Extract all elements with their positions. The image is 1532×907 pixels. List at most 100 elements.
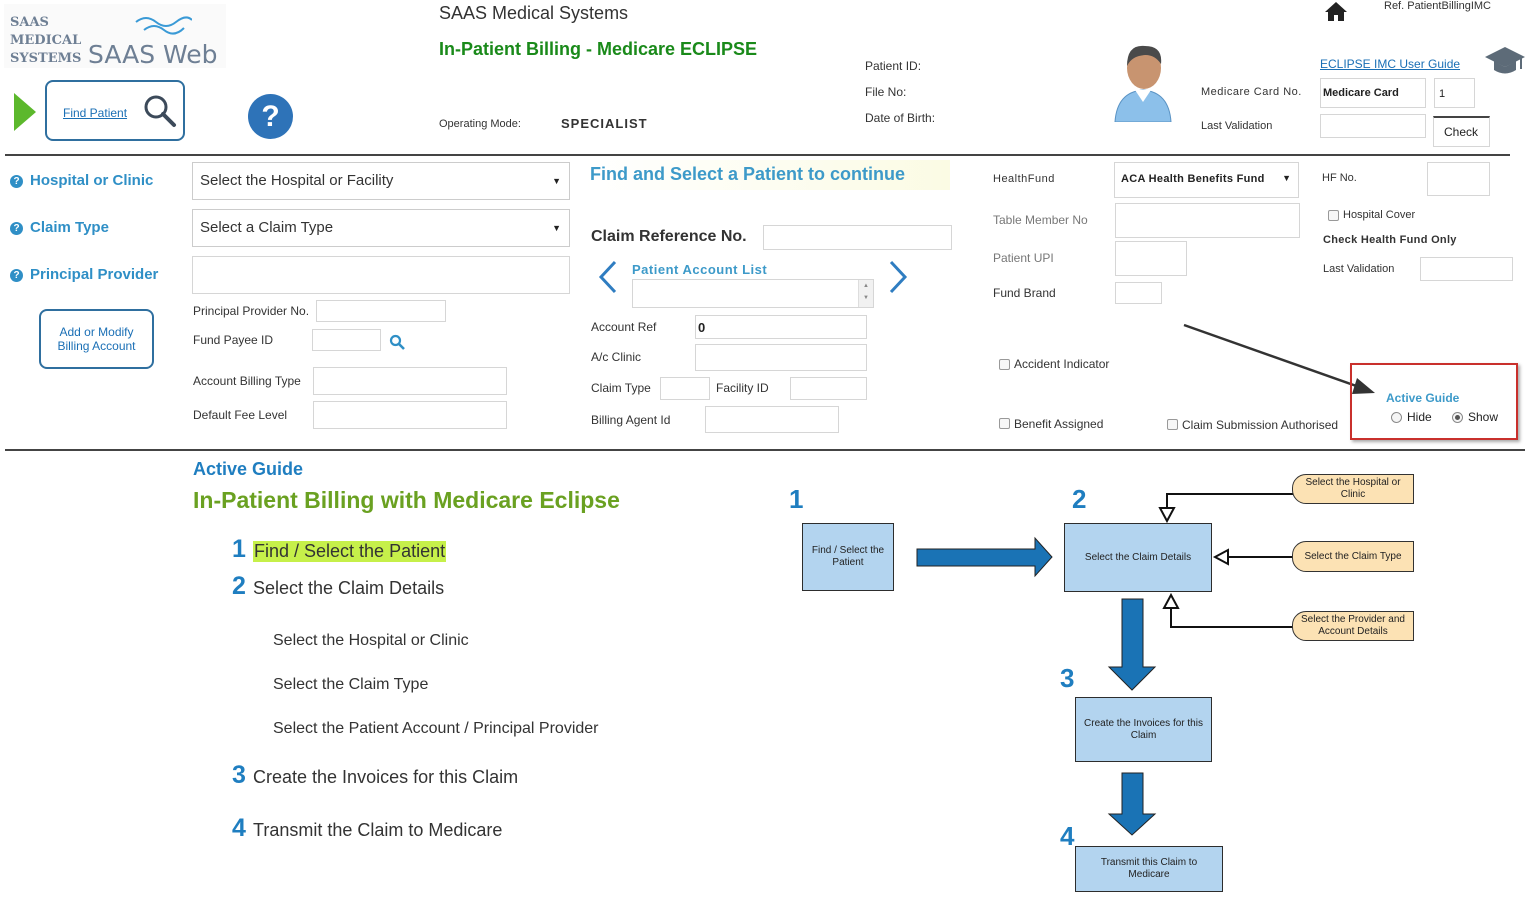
flow-box-find-patient: Find / Select the Patient xyxy=(802,523,894,591)
flow-scroll-hospital: Select the Hospital or Clinic xyxy=(1292,474,1414,504)
medicare-card-field[interactable]: Medicare Card xyxy=(1320,78,1426,108)
hospital-select[interactable]: Select the Hospital or Facility▼ xyxy=(192,162,570,200)
flow-scroll-claim-type: Select the Claim Type xyxy=(1292,541,1414,572)
hf-last-validation-label: Last Validation xyxy=(1323,263,1395,275)
ac-clinic-label: A/c Clinic xyxy=(591,350,642,364)
search-icon[interactable] xyxy=(389,334,405,350)
patient-upi-label: Patient UPI xyxy=(993,251,1054,265)
dob-label: Date of Birth: xyxy=(865,111,936,125)
benefit-assigned-checkbox[interactable] xyxy=(999,418,1010,429)
patient-upi-input[interactable] xyxy=(1115,241,1187,276)
company-name: SAAS Medical Systems xyxy=(439,3,629,23)
play-icon[interactable] xyxy=(14,93,36,131)
hide-radio[interactable] xyxy=(1391,412,1402,423)
substep-hospital: Select the Hospital or Clinic xyxy=(273,632,469,649)
claim-reference-input[interactable] xyxy=(763,225,952,250)
step-3-text: Create the Invoices for this Claim xyxy=(253,767,519,787)
page-title: In-Patient Billing - Medicare ECLIPSE xyxy=(439,39,758,59)
facility-id-input[interactable] xyxy=(790,377,867,400)
help-label: ? xyxy=(261,100,280,133)
claim-type-input[interactable] xyxy=(660,377,710,400)
fund-payee-id-input[interactable] xyxy=(312,329,381,351)
hospital-cover-checkbox[interactable] xyxy=(1328,210,1339,221)
medicare-irn-field[interactable]: 1 xyxy=(1434,78,1475,108)
add-billing-account-button[interactable]: Add or Modify Billing Account xyxy=(39,309,154,369)
step-4-number: 4 xyxy=(232,814,246,842)
operating-mode-value: SPECIALIST xyxy=(561,116,648,131)
active-guide-toggle: Active Guide Hide Show xyxy=(1350,363,1518,440)
last-validation-field[interactable] xyxy=(1320,114,1426,138)
check-button[interactable]: Check xyxy=(1433,116,1490,147)
table-member-input[interactable] xyxy=(1115,203,1300,238)
principal-provider-no-label: Principal Provider No. xyxy=(193,304,310,318)
account-billing-type-input[interactable] xyxy=(313,367,507,395)
user-avatar-icon xyxy=(1114,45,1172,122)
logo-text-1: SAAS xyxy=(10,15,49,30)
chevron-down-icon: ▼ xyxy=(552,223,561,233)
step-2-text: Select the Claim Details xyxy=(253,578,445,598)
table-member-label: Table Member No xyxy=(993,213,1088,227)
logo-web: SAAS Web xyxy=(88,40,218,69)
step-3-number: 3 xyxy=(232,761,246,789)
graduation-cap-icon[interactable] xyxy=(1485,45,1525,77)
flow-box-transmit: Transmit this Claim to Medicare xyxy=(1075,846,1223,892)
hospital-clinic-label: ?Hospital or Clinic xyxy=(10,172,153,189)
help-icon[interactable]: ? xyxy=(10,222,23,235)
ac-clinic-input[interactable] xyxy=(695,344,867,371)
patient-account-list-label: Patient Account List xyxy=(632,262,768,277)
logo: SAAS MEDICAL SYSTEMS SAAS Web xyxy=(4,4,226,69)
principal-provider-no-input[interactable] xyxy=(316,300,446,322)
step-1-text: Find / Select the Patient xyxy=(253,541,447,562)
account-ref-input[interactable]: 0 xyxy=(695,315,867,339)
find-patient-button[interactable]: Find Patient xyxy=(45,80,185,141)
header-divider xyxy=(5,154,1510,156)
check-health-fund-only[interactable]: Check Health Fund Only xyxy=(1323,234,1457,246)
chevron-down-icon: ▼ xyxy=(552,176,561,186)
help-icon[interactable]: ? xyxy=(10,175,23,188)
principal-provider-input[interactable] xyxy=(192,256,570,294)
step-1-number: 1 xyxy=(232,535,246,563)
patient-account-list[interactable]: ▲▼ xyxy=(632,279,874,308)
claim-submission-checkbox[interactable] xyxy=(1167,419,1178,430)
healthfund-select[interactable]: ACA Health Benefits Fund ▼ xyxy=(1114,162,1299,198)
accident-indicator-checkbox[interactable] xyxy=(999,359,1010,370)
hf-no-input[interactable] xyxy=(1427,162,1490,196)
help-icon[interactable]: ? xyxy=(248,94,293,139)
scrollbar[interactable]: ▲▼ xyxy=(858,280,873,307)
benefit-assigned-label: Benefit Assigned xyxy=(1014,417,1104,431)
fund-brand-input[interactable] xyxy=(1115,282,1162,304)
section-divider xyxy=(5,449,1525,451)
claim-reference-label: Claim Reference No. xyxy=(591,228,747,245)
medicare-card-label: Medicare Card No. xyxy=(1201,86,1302,98)
claim-type-select[interactable]: Select a Claim Type▼ xyxy=(192,209,570,247)
find-select-banner: Find and Select a Patient to continue xyxy=(584,160,950,190)
user-guide-link[interactable]: ECLIPSE IMC User Guide xyxy=(1320,57,1461,71)
claim-submission-label: Claim Submission Authorised xyxy=(1182,418,1339,432)
billing-agent-input[interactable] xyxy=(705,406,839,433)
flow-number-4: 4 xyxy=(1060,821,1075,851)
operating-mode-label: Operating Mode: xyxy=(439,118,521,130)
search-icon xyxy=(144,95,176,127)
accident-indicator-label: Accident Indicator xyxy=(1014,357,1110,371)
logo-text-3: SYSTEMS xyxy=(10,51,82,66)
chevron-right-icon[interactable] xyxy=(887,260,909,294)
hf-last-validation-input[interactable] xyxy=(1420,257,1513,281)
help-icon[interactable]: ? xyxy=(10,269,23,282)
default-fee-level-label: Default Fee Level xyxy=(193,408,288,422)
billing-agent-label: Billing Agent Id xyxy=(591,413,671,427)
fund-brand-label: Fund Brand xyxy=(993,286,1056,300)
claim-type-field-label: Claim Type xyxy=(591,381,651,395)
chevron-left-icon[interactable] xyxy=(597,260,619,294)
last-validation-label: Last Validation xyxy=(1201,120,1273,132)
patient-id-label: Patient ID: xyxy=(865,59,922,73)
show-label: Show xyxy=(1468,410,1499,424)
substep-account: Select the Patient Account / Principal P… xyxy=(273,720,599,737)
healthfund-label: HealthFund xyxy=(993,173,1055,185)
find-patient-link[interactable]: Find Patient xyxy=(63,106,128,120)
home-icon[interactable] xyxy=(1325,2,1347,21)
chevron-down-icon: ▼ xyxy=(1282,173,1291,183)
default-fee-level-input[interactable] xyxy=(313,401,507,429)
waves-icon xyxy=(135,16,192,35)
show-radio[interactable] xyxy=(1452,412,1463,423)
active-guide-title: Active Guide xyxy=(1386,391,1460,405)
